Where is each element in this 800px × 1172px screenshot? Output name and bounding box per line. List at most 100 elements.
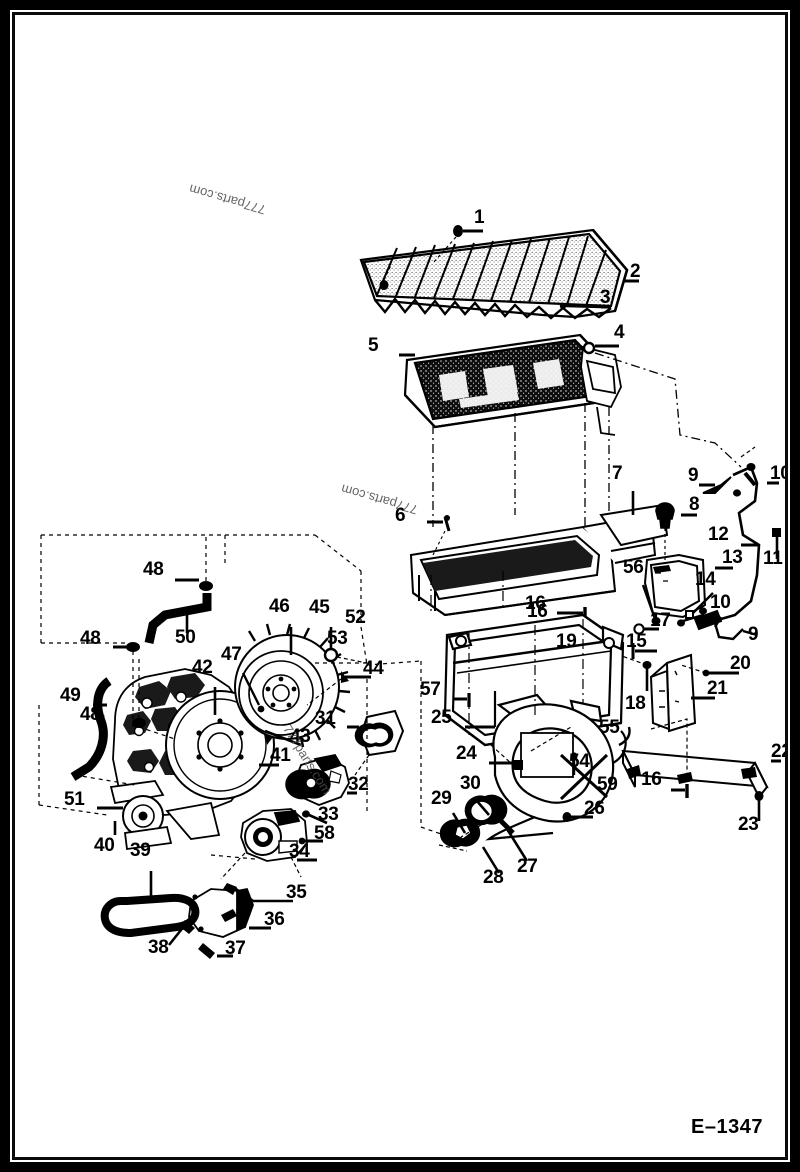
callout-18: 18 [625,693,646,714]
callout-35: 35 [286,882,307,903]
callout-9b: 9 [748,624,759,645]
part-coolant-tube-lower [677,607,744,641]
part-starter-32 [285,753,350,806]
callout-16c: 16 [527,601,548,622]
callout-25: 25 [431,707,452,728]
callout-26: 26 [584,798,605,819]
part-coolant-tube-upper [702,463,761,621]
callout-3: 3 [600,287,611,308]
leader-6 [427,515,451,556]
leader-20 [680,664,739,677]
leader-37 [198,943,233,959]
part-tank-cap [655,502,675,560]
callout-53: 53 [327,628,348,649]
callout-5: 5 [368,335,379,356]
part-belt-39 [100,893,200,938]
callout-22: 22 [771,741,785,762]
part-radiator-core [403,333,612,429]
figure-number: E–1347 [691,1116,763,1138]
leader-45 [323,627,368,664]
callout-4: 4 [614,322,625,343]
fastener-left-top [379,264,392,290]
callout-59: 59 [597,774,618,795]
callout-33: 33 [318,804,339,825]
leader-23 [754,791,764,821]
leader-56 [641,584,661,625]
leader-44 [306,671,371,706]
chain-cover [650,718,688,781]
diagram-canvas: 1234567891011121314151617109181920212223… [15,15,785,1157]
part-mid-frame [409,513,657,617]
leader-1 [432,225,483,264]
callout-24: 24 [456,743,477,764]
callout-9a: 9 [688,465,699,486]
callout-58: 58 [314,823,335,844]
callout-37: 37 [225,938,246,959]
part-left-flange [599,503,669,547]
callout-6: 6 [395,505,406,526]
callout-15: 15 [626,631,647,652]
leader-58 [298,837,323,845]
callout-16b: 16 [641,769,662,790]
part-alternator-34 [220,808,308,880]
leader-29 [451,812,467,834]
leader-4 [582,341,619,355]
chain-4 [594,352,742,468]
leader-33 [302,810,328,825]
callout-32: 32 [348,774,369,795]
callout-20: 20 [730,653,751,674]
callout-39: 39 [130,840,151,861]
leader-16b [671,784,689,798]
callout-43: 43 [290,726,311,747]
callout-56: 56 [623,557,644,578]
callout-51: 51 [64,789,85,810]
chain-construction [430,571,584,735]
chain-10a [740,446,756,458]
leader-28 [481,846,501,874]
callout-40: 40 [94,835,115,856]
leader-59 [559,753,609,801]
part-31 [354,709,405,776]
callout-34: 34 [289,841,310,862]
callout-21: 21 [707,678,728,699]
callout-31: 31 [315,708,336,729]
callout-27: 27 [517,856,538,877]
leader-35 [221,883,293,922]
callout-11: 11 [763,548,783,569]
leader-10b [713,616,723,628]
callout-50: 50 [175,627,196,648]
callout-48a: 48 [143,559,164,580]
callout-57: 57 [420,679,441,700]
leader-47 [241,672,265,713]
callout-36: 36 [264,909,285,930]
part-hose-50 [144,593,212,644]
callout-38: 38 [148,937,169,958]
callout-2: 2 [630,261,641,282]
callout-30: 30 [460,773,481,794]
callout-28: 28 [483,867,504,888]
callout-52: 52 [345,607,366,628]
leader-17 [633,623,659,635]
callout-1: 1 [474,207,485,228]
part-expansion-tank [643,553,707,619]
callout-49: 49 [60,685,81,706]
callout-17: 17 [650,610,671,631]
part-fan-46 [234,623,351,748]
alignment-chains [432,403,610,535]
callout-47: 47 [221,644,242,665]
leader-55 [618,726,631,747]
leader-9b [742,629,758,637]
callout-41: 41 [270,745,291,766]
callout-8: 8 [689,494,700,515]
leader-27 [499,819,529,862]
leader-26 [562,812,593,822]
grommets-48 [126,581,213,728]
leader-43 [264,729,302,747]
leader-15 [631,643,657,659]
callout-48b: 48 [80,628,101,649]
callout-48c: 48 [80,704,101,725]
callout-45: 45 [309,597,330,618]
dashed-alignment-net [38,534,462,860]
leader-11 [772,528,781,559]
